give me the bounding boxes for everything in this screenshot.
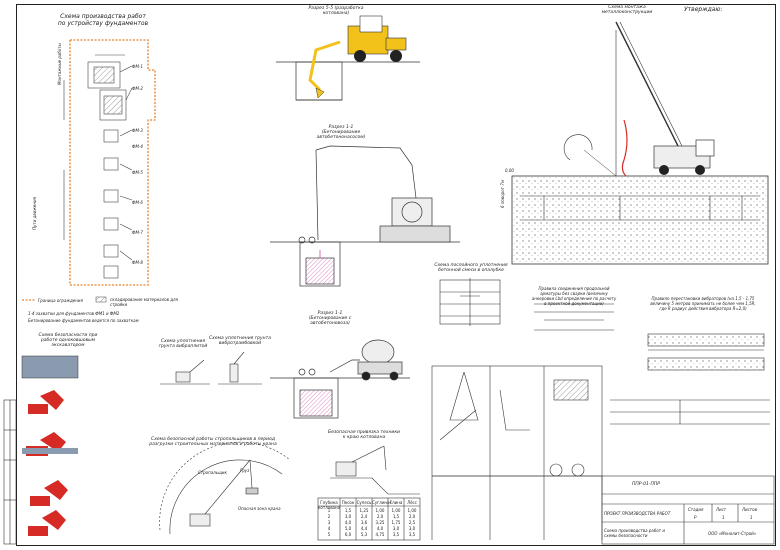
title-crane-safety: Схема безопасной работы стропальщиков в … [149, 437, 277, 447]
mark-fm8: ФМ-8 [132, 260, 143, 265]
height-label: 0,00 [505, 168, 514, 173]
r1c4: 1,5 [392, 514, 400, 519]
excavator-drawing [276, 15, 420, 101]
mark-fm7: ФМ-7 [132, 230, 143, 235]
pit-safety [317, 445, 421, 541]
rigging-panel [431, 365, 603, 540]
safety-figures [21, 355, 79, 536]
r0c4: 1,00 [391, 508, 401, 513]
mixer-section [270, 339, 410, 419]
tb-stage: Р [694, 515, 697, 520]
vibrator-detail [610, 333, 770, 425]
strop-label: Стропальщик [198, 470, 227, 475]
title-foundation-scheme: Схема производства работ по устройству ф… [57, 13, 149, 27]
title-vibro-soil: Схема уплотнения грунта вибраплитой [158, 339, 208, 349]
r2c1: 4,0 [344, 520, 352, 525]
r0c3: 1,00 [375, 508, 385, 513]
r0c1: 1,5 [344, 508, 352, 513]
r1c2: 2,4 [360, 514, 368, 519]
r4c0: 5 [327, 532, 331, 537]
outer-frame [16, 4, 776, 546]
fence-legend: Граница ограждения [38, 298, 83, 303]
title-vibro-rammer: Схема уплотнения грунта вибротрамбовкой [209, 336, 271, 346]
r1c1: 3,0 [344, 514, 352, 519]
th-4: Глина [389, 500, 403, 505]
th-3: Суглинок [372, 500, 392, 505]
rebar-detail [534, 303, 614, 331]
crane-scheme [511, 21, 769, 265]
crane-zone-label: Опасная зона крана [238, 506, 281, 511]
r4c5: 3,5 [408, 532, 416, 537]
r1c3: 2,0 [376, 514, 384, 519]
left-strip [3, 399, 17, 545]
mark-fm5: ФМ-5 [132, 170, 143, 175]
tb-project: ПРОЕКТ ПРОИЗВОДСТВА РАБОТ [604, 511, 671, 516]
stamp-approve: Утверждаю: [684, 6, 723, 13]
foundation-plan [63, 54, 133, 279]
tb-sheet-name: Схема производства работ и схемы безопас… [604, 528, 665, 538]
title-section-55: Разрез 5-5 (разработка котлована) [308, 6, 364, 16]
concrete-layers [439, 278, 501, 326]
storage-legend-swatch [95, 296, 107, 303]
mark-fm3: ФМ-3 [132, 128, 143, 133]
r4c3: 4,75 [375, 532, 385, 537]
pump-section [270, 145, 460, 287]
r3c3: 4,0 [376, 526, 384, 531]
r3c2: 4,4 [360, 526, 368, 531]
title-pit-safety: Безопасная привязка техники к краю котло… [328, 430, 400, 440]
load-label: Груз [240, 468, 250, 473]
r3c1: 5,0 [344, 526, 352, 531]
title-block [601, 475, 775, 545]
fence-outline [69, 39, 156, 286]
r4c2: 5,3 [360, 532, 368, 537]
r2c0: 3 [327, 520, 331, 525]
tb-sheets-label: Листов [742, 507, 757, 512]
th-1: Песок [341, 500, 355, 505]
r3c5: 3,0 [408, 526, 416, 531]
title-safety-excavator: Схема безопасности при работе одноковшов… [38, 333, 98, 348]
r1c5: 2,0 [408, 514, 416, 519]
title-section-11-mixer: Разрез 1-1 (Бетонирование с автобетоново… [308, 311, 352, 326]
r2c2: 3,6 [360, 520, 368, 525]
tb-org: ООО «Монолит-Строй» [708, 531, 757, 536]
th-0: Глубина котлована [318, 500, 341, 510]
storage-legend: складирование материалов для стройки [110, 297, 178, 307]
title-rebar-welding: Правила соединения продольной арматуры б… [531, 286, 617, 306]
r4c1: 6,0 [344, 532, 352, 537]
title-concrete-layers: Схема послойного уплотнения бетонной сме… [434, 263, 508, 273]
r3c0: 4 [327, 526, 331, 531]
crane-safety [159, 441, 291, 535]
r0c2: 1,25 [359, 508, 369, 513]
tb-sheet-label: Лист [716, 507, 727, 512]
th-2: Супесь [356, 500, 372, 505]
title-section-11-pump: Разрез 1-1 (Бетонирование автобетононасо… [316, 125, 366, 140]
r2c5: 2,5 [408, 520, 416, 525]
r3c4: 3,0 [392, 526, 400, 531]
mark-fm6: ФМ-6 [132, 200, 143, 205]
small-note-1: 1-4 захватки для фундаментов ФМ1 и ФМ2 [28, 311, 120, 316]
r2c4: 1,75 [391, 520, 401, 525]
tb-code: ППР-01-ППР [632, 482, 660, 487]
mark-fm2: ФМ-2 [132, 86, 143, 91]
r0c0: 1 [327, 508, 331, 513]
title-crane-scheme: Схема монтажа металлоконструкции [601, 5, 653, 15]
r4c4: 3,5 [392, 532, 400, 537]
tb-stage-label: Стадия [688, 507, 704, 512]
r1c0: 2 [327, 514, 331, 519]
th-5: Лёсс [407, 500, 417, 505]
small-note-2: Бетонирование фундаментов ведется по зах… [28, 318, 139, 323]
r2c3: 3,25 [375, 520, 385, 525]
mark-fm1: ФМ-1 [132, 64, 143, 69]
r0c5: 1,00 [407, 508, 417, 513]
tb-sheet: 1 [722, 515, 725, 520]
tb-sheets: 1 [750, 515, 753, 520]
title-vibrator-rule: Правило перестановки вибраторов (на 1,5 … [650, 296, 756, 311]
mark-fm4: ФМ-4 [132, 144, 143, 149]
vibro-diagrams [160, 351, 262, 385]
